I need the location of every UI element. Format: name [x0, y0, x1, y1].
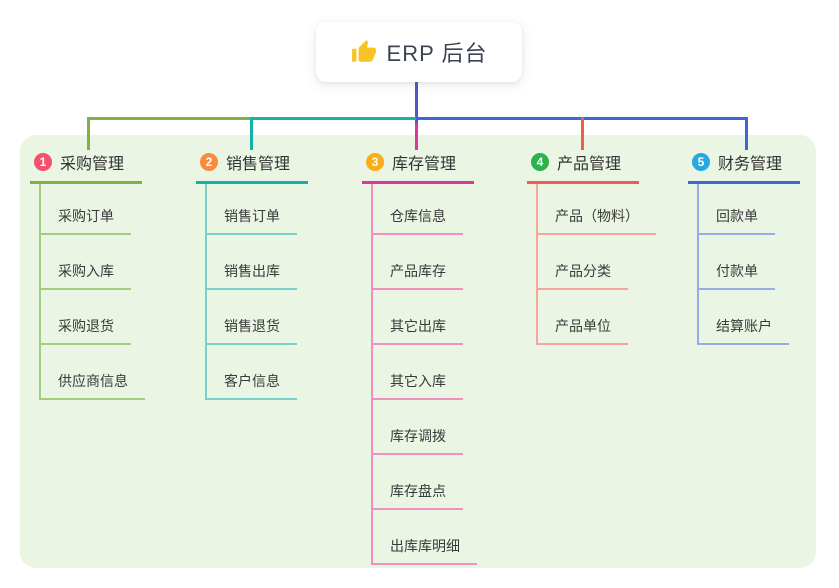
child-node[interactable]: 供应商信息: [41, 345, 145, 400]
child-node[interactable]: 销售订单: [207, 184, 308, 235]
branch-title[interactable]: 4 产品管理: [527, 148, 639, 184]
child-node[interactable]: 采购订单: [41, 184, 145, 235]
child-node-label: 产品库存: [373, 261, 463, 290]
branch-1: 1 采购管理 采购订单采购入库采购退货供应商信息: [30, 148, 145, 400]
branch-title[interactable]: 2 销售管理: [196, 148, 308, 184]
branch-3: 3 库存管理 仓库信息产品库存其它出库其它入库库存调拨库存盘点出库库明细: [362, 148, 477, 565]
child-node-label: 仓库信息: [373, 206, 463, 235]
branch-title-label: 销售管理: [226, 156, 291, 173]
branch-number-badge: 4: [531, 153, 549, 171]
branch-children: 仓库信息产品库存其它出库其它入库库存调拨库存盘点出库库明细: [371, 184, 477, 565]
child-node-label: 回款单: [699, 206, 775, 235]
child-node-label: 产品单位: [538, 316, 628, 345]
connector-branch2-line: [250, 117, 416, 120]
connector-branch3-drop: [415, 123, 418, 150]
child-node[interactable]: 付款单: [699, 235, 800, 290]
branch-children: 回款单付款单结算账户: [697, 184, 800, 345]
branch-number-badge: 5: [692, 153, 710, 171]
branch-title-label: 库存管理: [392, 156, 457, 173]
child-node[interactable]: 客户信息: [207, 345, 308, 400]
child-node-label: 出库库明细: [373, 536, 477, 565]
child-node-label: 采购订单: [41, 206, 131, 235]
branch-4: 4 产品管理 产品（物料） 产品分类产品单位: [527, 148, 656, 345]
branch-number-badge: 3: [366, 153, 384, 171]
child-node[interactable]: 采购入库: [41, 235, 145, 290]
branch-number-badge: 2: [200, 153, 218, 171]
child-node[interactable]: 仓库信息: [373, 184, 477, 235]
child-node-label: 销售订单: [207, 206, 297, 235]
child-node-label: 其它入库: [373, 371, 463, 400]
connector-branch4-drop: [581, 117, 584, 150]
child-node[interactable]: 产品库存: [373, 235, 477, 290]
branch-children: 产品（物料） 产品分类产品单位: [536, 184, 656, 345]
connector-branch1-drop: [87, 117, 90, 150]
child-node[interactable]: 结算账户: [699, 290, 800, 345]
child-node-label: 产品（物料）: [538, 206, 656, 235]
branch-children: 销售订单销售出库销售退货客户信息: [205, 184, 308, 400]
child-node-label: 供应商信息: [41, 371, 145, 400]
connector-branch2-drop: [250, 117, 253, 150]
child-node[interactable]: 库存调拨: [373, 400, 477, 455]
child-node[interactable]: 采购退货: [41, 290, 145, 345]
child-node-label: 产品分类: [538, 261, 628, 290]
child-node[interactable]: 销售退货: [207, 290, 308, 345]
child-node-label: 采购退货: [41, 316, 131, 345]
branch-2: 2 销售管理 销售订单销售出库销售退货客户信息: [196, 148, 308, 400]
branch-children: 采购订单采购入库采购退货供应商信息: [39, 184, 145, 400]
root-connector-line: [415, 82, 418, 125]
child-node-label: 结算账户: [699, 316, 789, 345]
child-node-label: 采购入库: [41, 261, 131, 290]
child-node-label: 销售出库: [207, 261, 297, 290]
child-node[interactable]: 其它出库: [373, 290, 477, 345]
child-node-label: 库存调拨: [373, 426, 463, 455]
child-node-label: 销售退货: [207, 316, 297, 345]
root-node[interactable]: ERP 后台: [316, 22, 522, 82]
child-node[interactable]: 库存盘点: [373, 455, 477, 510]
child-node-label: 付款单: [699, 261, 775, 290]
root-node-label: ERP 后台: [386, 41, 488, 66]
branch-number-badge: 1: [34, 153, 52, 171]
branch-title[interactable]: 5 财务管理: [688, 148, 800, 184]
branch-title[interactable]: 1 采购管理: [30, 148, 142, 184]
branch-5: 5 财务管理 回款单付款单结算账户: [688, 148, 800, 345]
child-node[interactable]: 其它入库: [373, 345, 477, 400]
child-node[interactable]: 产品分类: [538, 235, 656, 290]
thumbs-up-icon: [351, 39, 377, 65]
connector-branch5-drop: [745, 117, 748, 150]
child-node[interactable]: 出库库明细: [373, 510, 477, 565]
branch-title-label: 财务管理: [718, 156, 783, 173]
child-node[interactable]: 产品单位: [538, 290, 656, 345]
child-node-label: 客户信息: [207, 371, 297, 400]
child-node-label: 库存盘点: [373, 481, 463, 510]
branch-title[interactable]: 3 库存管理: [362, 148, 474, 184]
branch-title-label: 产品管理: [557, 156, 622, 173]
child-node[interactable]: 回款单: [699, 184, 800, 235]
connector-branch1-line: [87, 117, 250, 120]
child-node[interactable]: 销售出库: [207, 235, 308, 290]
child-node[interactable]: 产品（物料）: [538, 184, 656, 235]
branch-title-label: 采购管理: [60, 156, 125, 173]
branches-panel: [20, 135, 816, 568]
child-node-label: 其它出库: [373, 316, 463, 345]
